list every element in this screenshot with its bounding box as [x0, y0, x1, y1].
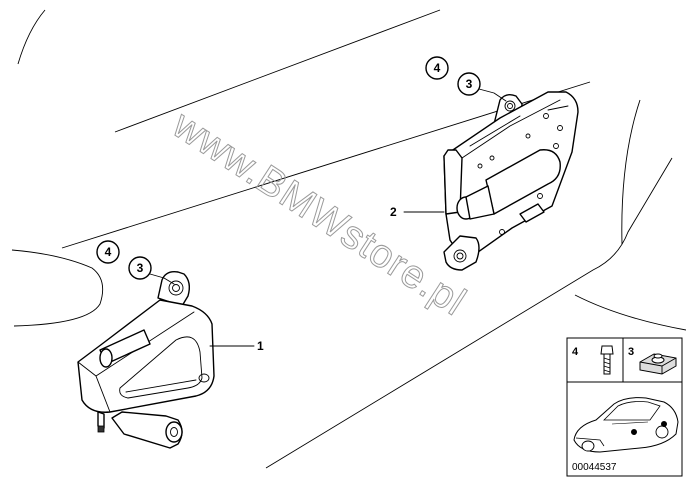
bolt-icon [600, 345, 614, 375]
callout-upper-bolt: 4 [425, 56, 449, 80]
watermark-text: www.BMWstore.pl [164, 102, 474, 324]
car-silhouette-icon [573, 397, 679, 453]
svg-text:4: 4 [105, 245, 112, 259]
part-1-label: 1 [257, 339, 264, 353]
callout-lower-bolt: 4 [96, 240, 120, 264]
svg-text:3: 3 [137, 261, 144, 275]
svg-text:4: 4 [434, 61, 441, 75]
legend-bolt-number: 4 [572, 346, 579, 358]
legend-box: 4 3 00044537 [566, 337, 683, 477]
svg-text:3: 3 [466, 77, 473, 91]
part-2-control-unit [403, 91, 579, 271]
callout-upper-nut: 3 [457, 72, 481, 96]
upper-nut-leader [478, 88, 507, 102]
part-1-control-unit [77, 270, 255, 449]
part-2-label: 2 [390, 205, 397, 219]
lower-nut-leader [149, 273, 175, 285]
legend-nut-number: 3 [628, 346, 634, 358]
callout-lower-nut: 3 [128, 256, 152, 280]
diagram-code: 00044537 [572, 462, 617, 473]
car-body-outline [11, 9, 686, 469]
clip-nut-icon [639, 353, 677, 375]
